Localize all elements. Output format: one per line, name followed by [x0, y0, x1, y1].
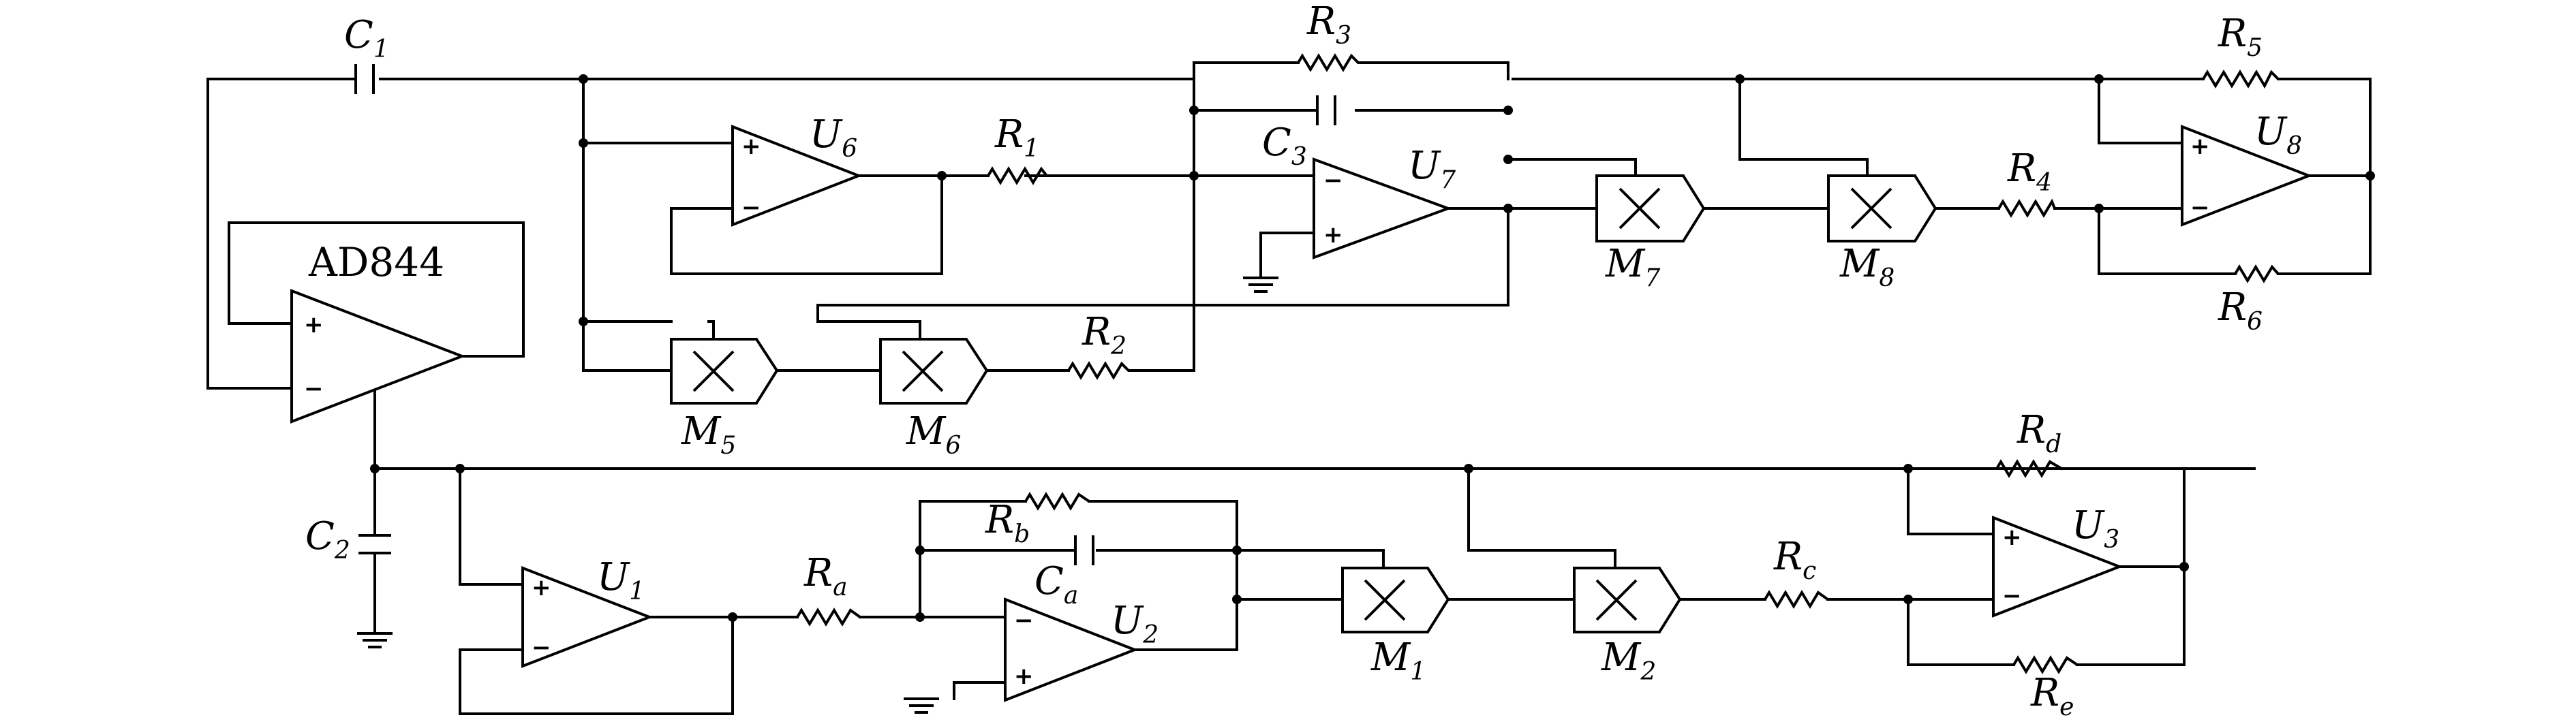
opamp-u1: + − — [521, 566, 654, 668]
capacitor-ca — [1074, 535, 1094, 565]
multiplier-m5 — [670, 338, 779, 405]
c1-label: C1 — [344, 13, 389, 63]
r6-label: R6 — [2218, 285, 2263, 336]
resistor-r4 — [1997, 198, 2056, 218]
resistor-rc — [1764, 590, 1829, 609]
u7-label: U7 — [1408, 144, 1456, 194]
rb-label: Rb — [985, 498, 1030, 548]
c2-label: C2 — [305, 514, 350, 565]
multiplier-m6 — [879, 338, 989, 405]
multiplier-m7 — [1595, 174, 1706, 242]
u2-plus-pin: + — [1014, 663, 1034, 690]
u8-minus-pin: − — [2190, 194, 2210, 221]
opamp-u3: + − — [1992, 516, 2123, 618]
resistor-ra — [796, 608, 861, 627]
wires — [206, 61, 2372, 715]
u7-plus-pin: + — [1323, 221, 1343, 249]
u3-plus-pin: + — [2002, 524, 2022, 551]
capacitor-c3 — [1316, 95, 1336, 125]
u1-label: U1 — [597, 555, 645, 605]
m8-label: M8 — [1839, 242, 1895, 292]
resistor-rd — [1995, 459, 2063, 478]
rd-label: Rd — [2017, 408, 2061, 458]
m2-label: M2 — [1601, 635, 1656, 686]
junctions — [370, 74, 2375, 622]
opamp-u7: − + — [1313, 157, 1452, 259]
multiplier-m2 — [1573, 567, 1682, 633]
u1-plus-pin: + — [532, 574, 551, 601]
opamp-ad844: + − — [290, 289, 466, 424]
ad844-plus-pin: + — [304, 311, 324, 339]
ca-label: Ca — [1034, 559, 1078, 610]
re-label: Re — [2030, 671, 2074, 721]
r2-label: R2 — [1082, 310, 1126, 360]
capacitor-c1 — [354, 64, 375, 94]
ad844-label: AD844 — [308, 239, 444, 285]
multiplier-m1 — [1341, 567, 1450, 633]
labels: AD844 C1 C2 C3 Ca R1 R2 R3 R4 R5 R6 Ra R… — [305, 0, 2302, 721]
ad844-minus-pin: − — [304, 375, 324, 403]
m6-label: M6 — [906, 409, 961, 460]
r4-label: R4 — [2007, 146, 2052, 197]
ra-label: Ra — [803, 551, 848, 601]
u8-plus-pin: + — [2190, 133, 2210, 160]
u3-minus-pin: − — [2002, 582, 2022, 610]
m5-label: M5 — [681, 409, 736, 460]
u8-label: U8 — [2254, 110, 2302, 160]
resistor-r6 — [2234, 264, 2280, 283]
u6-plus-pin: + — [741, 133, 761, 160]
c3-label: C3 — [1262, 121, 1307, 171]
u6-minus-pin: − — [741, 194, 761, 221]
m7-label: M7 — [1605, 242, 1660, 292]
multiplier-m8 — [1827, 174, 1937, 242]
capacitor-c2 — [358, 534, 391, 554]
u3-label: U3 — [2072, 503, 2119, 554]
m1-label: M1 — [1370, 635, 1426, 686]
resistor-rb — [1024, 492, 1090, 511]
u2-label: U2 — [1111, 599, 1159, 649]
resistor-r2 — [1067, 361, 1133, 380]
ground-c2 — [357, 632, 393, 648]
rc-label: Rc — [1773, 535, 1816, 585]
r1-label: R1 — [994, 112, 1039, 163]
resistor-re — [2012, 655, 2079, 674]
u1-minus-pin: − — [532, 634, 551, 661]
opamp-u8: + − — [2181, 125, 2313, 227]
resistor-r3 — [1297, 53, 1363, 72]
opamp-u6: + − — [731, 125, 863, 227]
resistor-r1 — [987, 166, 1048, 185]
r5-label: R5 — [2218, 12, 2263, 62]
u6-label: U6 — [810, 112, 857, 163]
resistor-r5 — [2202, 69, 2280, 89]
u7-minus-pin: − — [1323, 167, 1343, 194]
ground-u2 — [904, 697, 939, 714]
u2-minus-pin: − — [1014, 607, 1034, 634]
opamp-u2: − + — [1004, 597, 1139, 702]
ground-u7 — [1243, 277, 1278, 293]
r3-label: R3 — [1306, 0, 1351, 50]
